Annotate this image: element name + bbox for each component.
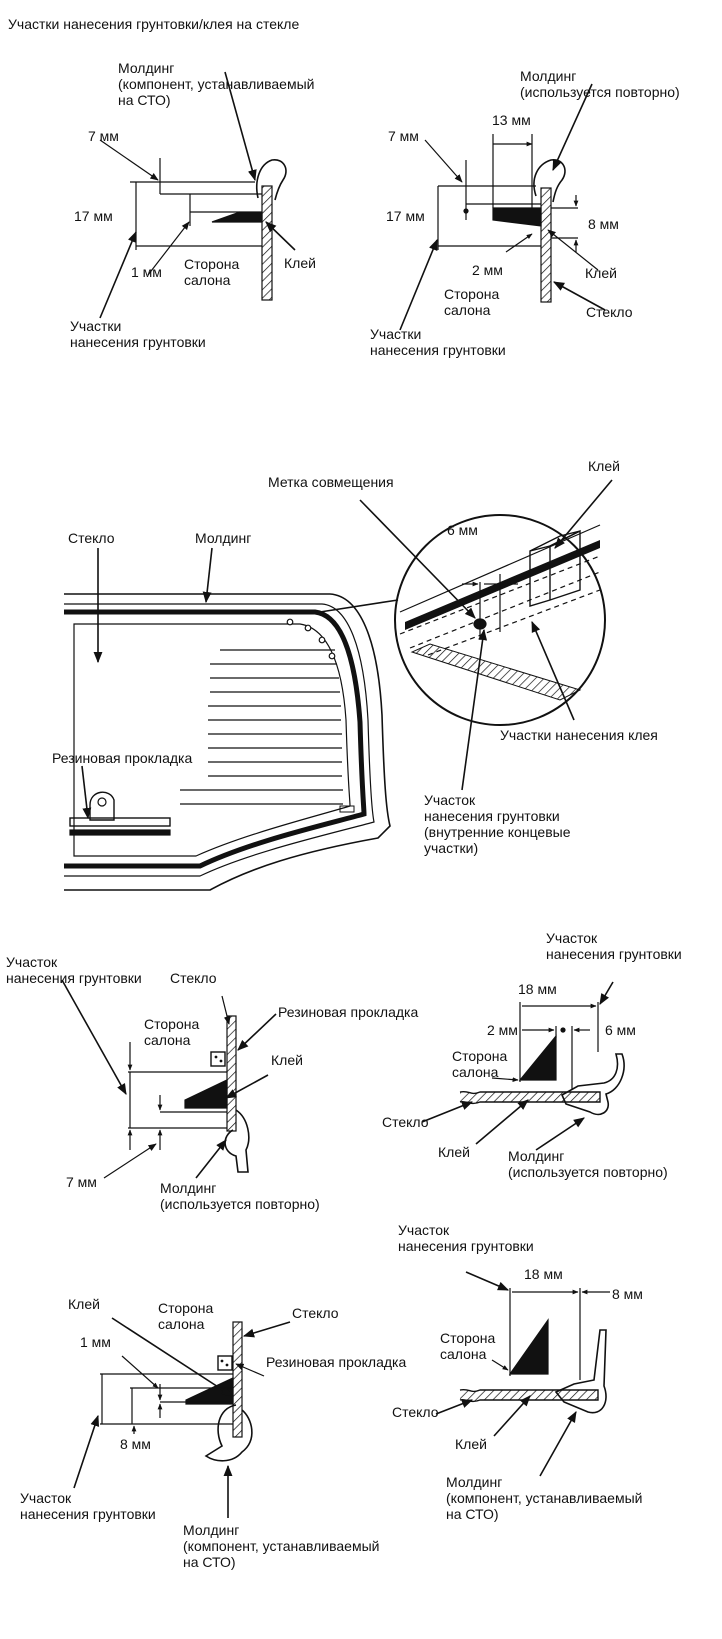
d7-dim-18: 18 мм — [524, 1266, 563, 1282]
d2-section — [399, 83, 606, 331]
d6-dim-1: 1 мм — [80, 1334, 111, 1350]
d7-glass: Стекло — [392, 1404, 439, 1420]
d7-section — [435, 1271, 610, 1477]
d3-molding: Молдинг — [195, 530, 252, 546]
d4-molding-label: Молдинг (используется повторно) — [160, 1180, 320, 1212]
d5-adhesive: Клей — [438, 1144, 470, 1160]
d2-primer-areas: Участки нанесения грунтовки — [370, 326, 506, 358]
d4-dim-7: 7 мм — [66, 1174, 97, 1190]
d2-dim-8: 8 мм — [588, 216, 619, 232]
d7-dim-8: 8 мм — [612, 1286, 643, 1302]
d6-rubber-gasket: Резиновая прокладка — [266, 1354, 407, 1370]
d4-interior-side: Сторона салона — [144, 1016, 200, 1048]
d1-adhesive: Клей — [284, 255, 316, 271]
d2-adhesive: Клей — [585, 265, 617, 281]
d5-interior-side: Сторона салона — [452, 1048, 508, 1080]
page-title: Участки нанесения грунтовки/клея на стек… — [8, 16, 300, 32]
d1-dim-1: 1 мм — [131, 264, 162, 280]
d4-glass: Стекло — [170, 970, 217, 986]
d5-dim-18: 18 мм — [518, 981, 557, 997]
d3-primer-area-inner: Участок нанесения грунтовки (внутренние … — [424, 792, 571, 856]
d7-interior-side: Сторона салона — [440, 1330, 496, 1362]
d5-dim-2: 2 мм — [487, 1022, 518, 1038]
d2-dim-17: 17 мм — [386, 208, 425, 224]
d3-alignment-mark: Метка совмещения — [268, 474, 394, 490]
d3-adhesive: Клей — [588, 458, 620, 474]
d5-molding-label: Молдинг (используется повторно) — [508, 1148, 668, 1180]
d3-glass: Стекло — [68, 530, 115, 546]
d1-dim-17: 17 мм — [74, 208, 113, 224]
d6-primer-area: Участок нанесения грунтовки — [20, 1490, 156, 1522]
d5-section — [421, 981, 625, 1151]
d7-adhesive: Клей — [455, 1436, 487, 1452]
d6-interior-side: Сторона салона — [158, 1300, 214, 1332]
d6-glass: Стекло — [292, 1305, 339, 1321]
d1-dim-7: 7 мм — [88, 128, 119, 144]
d5-primer-area: Участок нанесения грунтовки — [546, 930, 682, 962]
d4-primer-area: Участок нанесения грунтовки — [6, 954, 142, 986]
d7-primer-area: Участок нанесения грунтовки — [398, 1222, 534, 1254]
d3-section — [64, 479, 613, 891]
d4-rubber-gasket: Резиновая прокладка — [278, 1004, 419, 1020]
d2-dim-2: 2 мм — [472, 262, 503, 278]
d2-molding-label: Молдинг (используется повторно) — [520, 68, 680, 100]
d4-adhesive: Клей — [271, 1052, 303, 1068]
d1-interior-side: Сторона салона — [184, 256, 240, 288]
d3-rubber-gasket: Резиновая прокладка — [52, 750, 193, 766]
d5-dim-6: 6 мм — [605, 1022, 636, 1038]
d1-molding-label: Молдинг (компонент, устанавливаемый на С… — [118, 60, 315, 108]
d6-molding-label: Молдинг (компонент, устанавливаемый на С… — [183, 1522, 380, 1570]
d2-dim-7: 7 мм — [388, 128, 419, 144]
d1-section — [99, 71, 296, 319]
d6-adhesive: Клей — [68, 1296, 100, 1312]
d1-primer-areas: Участки нанесения грунтовки — [70, 318, 206, 350]
d7-molding-label: Молдинг (компонент, устанавливаемый на С… — [446, 1474, 643, 1522]
d2-glass: Стекло — [586, 304, 633, 320]
d3-dim-6: 6 мм — [447, 522, 478, 538]
d5-glass: Стекло — [382, 1114, 429, 1130]
d2-interior-side: Сторона салона — [444, 286, 500, 318]
d3-adhesive-areas: Участки нанесения клея — [500, 727, 658, 743]
d6-dim-8: 8 мм — [120, 1436, 151, 1452]
d6-section — [73, 1317, 291, 1518]
d2-dim-13: 13 мм — [492, 112, 531, 128]
d4-section — [61, 979, 277, 1179]
